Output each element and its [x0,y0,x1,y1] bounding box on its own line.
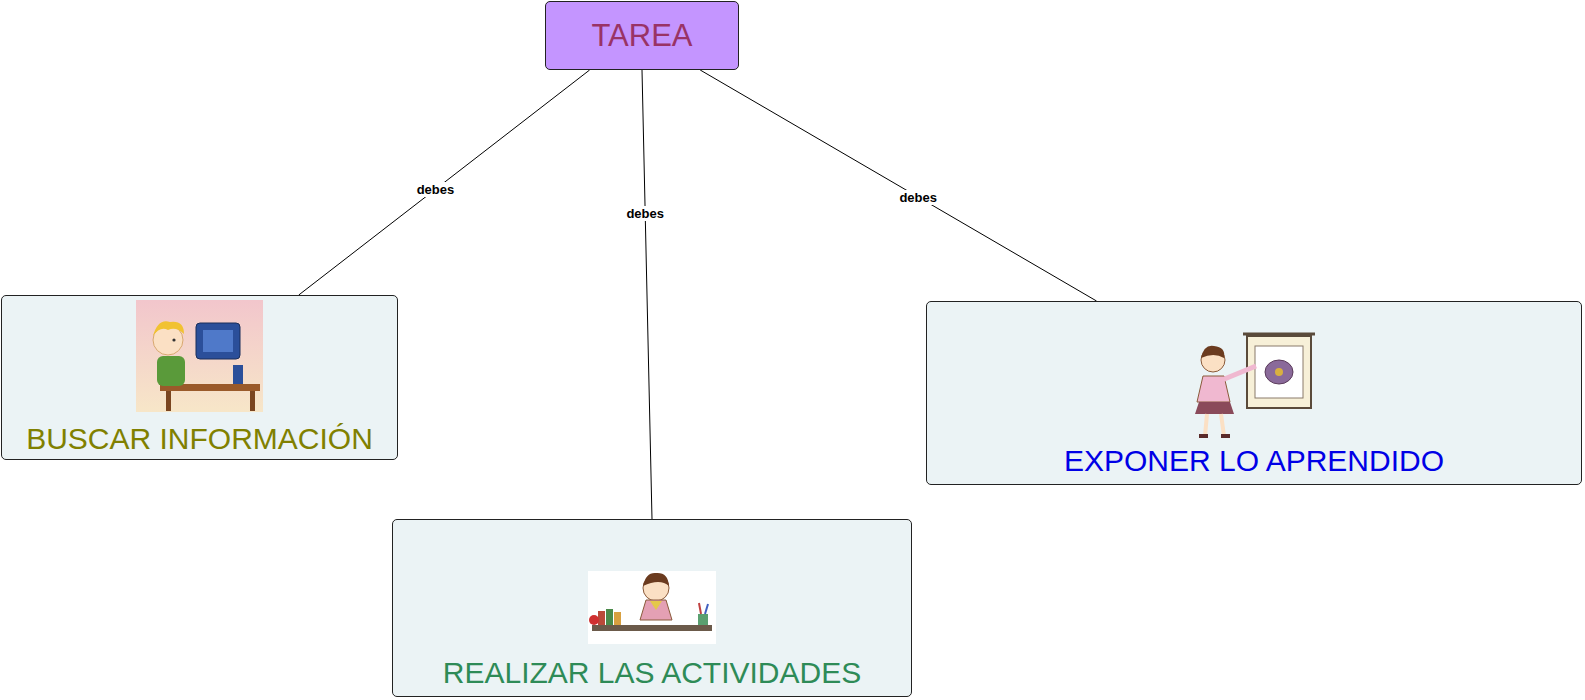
concept-box: BUSCAR INFORMACIÓN [1,295,398,460]
connector-line [700,70,1096,301]
speaker [233,365,243,387]
girl-head [643,575,669,601]
link-label: debes [624,206,666,221]
poster-board [1247,336,1311,408]
presenting-girl-picture [1195,334,1315,438]
desk-girl-picture [588,571,716,644]
book [606,609,613,625]
poster-rod [1243,333,1315,336]
poster-nucleus [1275,368,1283,376]
girl-body [1197,376,1230,402]
apple [589,615,599,625]
girl-collar [650,601,662,610]
book [614,612,621,625]
picture-ground [588,571,716,644]
screen [203,330,233,352]
link-label: debes [897,190,939,205]
node-label: TAREA [591,18,692,54]
poster-sheet [1255,346,1303,398]
boy-head [153,325,183,355]
pencil-cup [698,614,708,625]
picture-ground [136,300,263,412]
girl-body [640,600,672,620]
node-label: REALIZAR LAS ACTIVIDADES [443,656,861,691]
desk-leg [250,391,255,411]
monitor [196,323,240,359]
node-label: BUSCAR INFORMACIÓN [26,422,373,457]
girl-shoe [1199,434,1208,438]
girl-arm [1222,366,1256,380]
desk [160,384,260,391]
concept-box: REALIZAR LAS ACTIVIDADES [392,519,912,697]
girl-leg [1221,414,1224,436]
desk-leg [166,391,171,411]
girl-shoe [1221,434,1230,438]
node-label: EXPONER LO APRENDIDO [1064,444,1444,479]
connector-line [299,70,590,295]
boy-hair [153,321,184,336]
girl-leg [1205,414,1207,436]
poster-cell [1265,360,1293,384]
boy-body [157,356,185,386]
girl-head [1201,348,1225,372]
girl-skirt [1195,402,1234,414]
connector-line [642,70,652,519]
desk [592,625,712,631]
link-label: debes [415,182,457,197]
girl-hair [643,573,669,586]
boy-eye [172,338,175,341]
computer-boy-picture [136,300,263,412]
root-concept-box: TAREA [545,1,739,70]
book [598,611,605,625]
pencil [699,603,701,614]
pencil [705,604,708,614]
concept-box: EXPONER LO APRENDIDO [926,301,1582,485]
girl-hair [1201,346,1224,358]
